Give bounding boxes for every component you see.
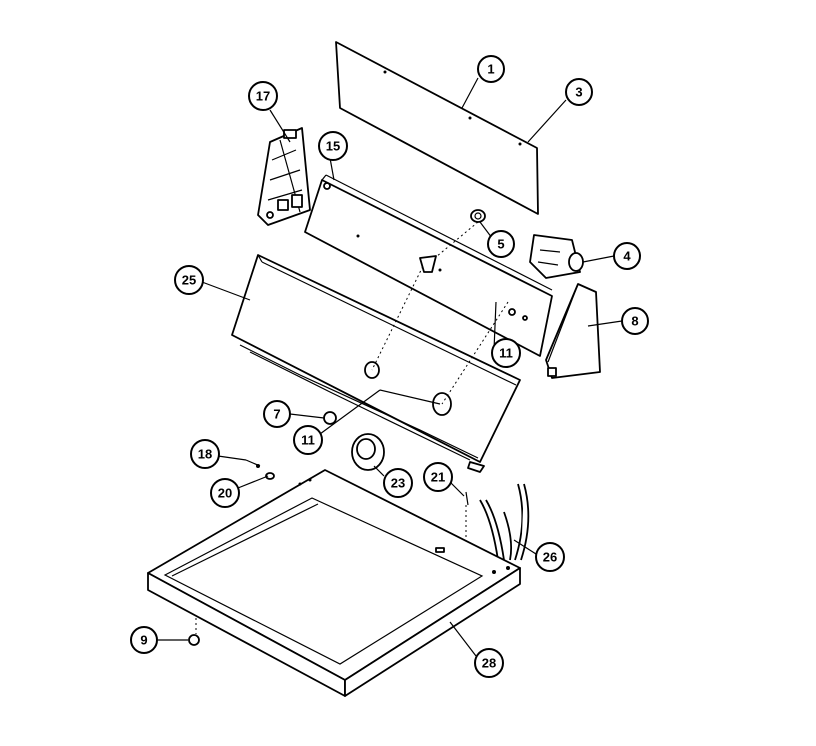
callout-11-upper: 11 [491,338,521,368]
callout-9: 9 [130,626,158,654]
callout-23: 23 [383,468,413,498]
foot-leveler [188,634,200,646]
callout-3: 3 [565,78,593,106]
large-knob [351,433,385,471]
callout-label: 9 [140,633,147,648]
callout-label: 21 [431,470,445,485]
wiring-bracket [257,127,311,226]
console-panel [231,254,521,473]
callout-label: 1 [487,62,494,77]
panel-clip [419,255,437,273]
end-cap [545,283,601,379]
callout-label: 7 [273,407,280,422]
callout-17: 17 [248,81,278,111]
washer [265,472,275,480]
back-panel [335,41,539,215]
callout-7: 7 [263,400,291,428]
callout-5: 5 [487,230,515,258]
hoses [479,483,530,561]
callout-21: 21 [423,462,453,492]
callout-26: 26 [535,542,565,572]
callout-25: 25 [174,265,204,295]
callout-28: 28 [474,648,504,678]
callout-label: 5 [497,237,504,252]
screw [245,459,261,468]
callout-label: 11 [301,433,315,448]
hose-screw [465,491,469,506]
small-knob [323,411,337,425]
callout-label: 17 [256,89,270,104]
callout-label: 8 [631,314,638,329]
callout-label: 26 [543,550,557,565]
callout-label: 15 [326,139,340,154]
callout-11-lower: 11 [293,425,323,455]
leader-lines [158,77,623,657]
callout-label: 23 [391,476,405,491]
timer-switch [529,234,584,279]
callout-label: 18 [198,447,212,462]
callout-1: 1 [477,55,505,83]
callout-18: 18 [190,439,220,469]
callout-15: 15 [318,131,348,161]
small-clip [470,209,486,223]
callout-4: 4 [613,242,641,270]
callout-label: 3 [575,85,582,100]
callout-label: 28 [482,656,496,671]
callout-20: 20 [210,478,240,508]
callout-label: 11 [499,346,513,361]
callout-8: 8 [621,307,649,335]
callout-label: 4 [623,249,631,264]
cabinet-top [147,469,521,697]
callout-label: 25 [182,273,196,288]
callout-label: 20 [218,486,232,501]
